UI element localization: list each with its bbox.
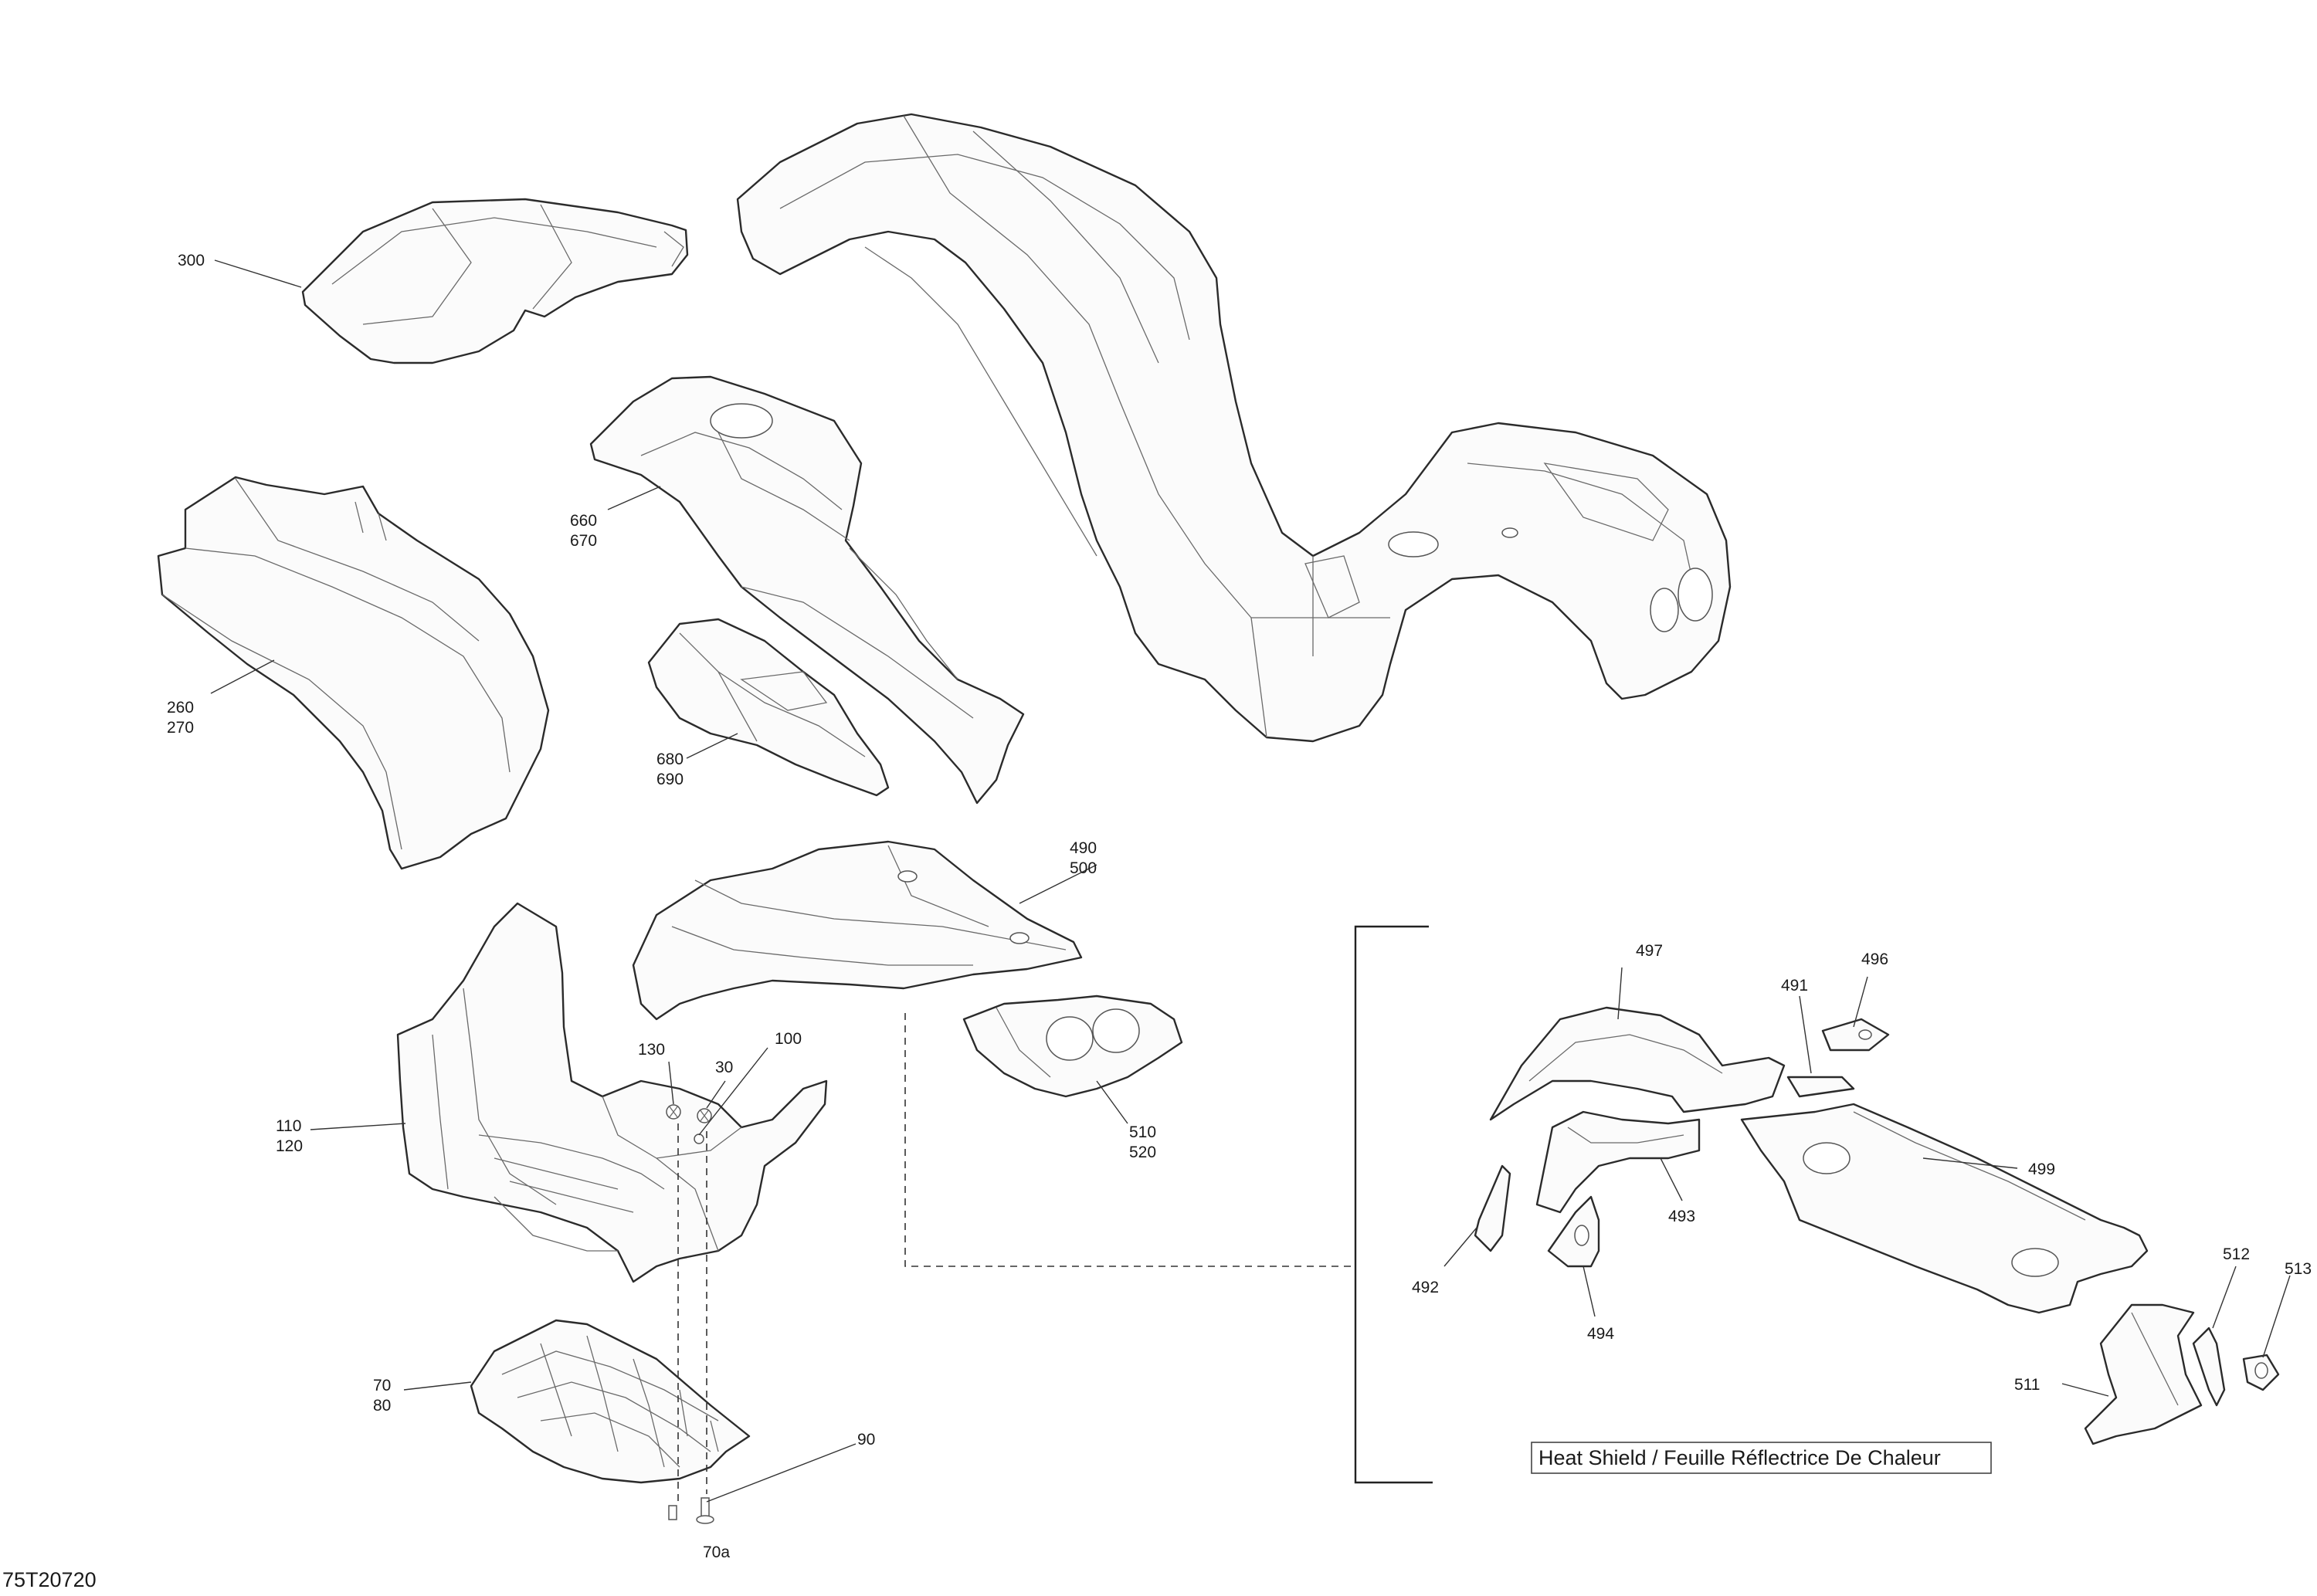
inset-bracket <box>1354 925 1433 1484</box>
nut-30-icon <box>697 1108 712 1123</box>
part-300-fender-panel <box>301 198 689 364</box>
callout-499: 499 <box>2028 1161 2055 1178</box>
callout-520: 520 <box>1129 1144 1156 1161</box>
callout-511: 511 <box>2014 1376 2040 1394</box>
part-70-80-footrest-plate <box>470 1319 751 1484</box>
callout-493: 493 <box>1668 1208 1695 1225</box>
callout-497: 497 <box>1636 942 1663 960</box>
part-680-690-inner-panel <box>647 618 890 797</box>
callout-510: 510 <box>1129 1123 1156 1141</box>
inset-caption-box <box>1531 1442 1992 1474</box>
part-260-270-rear-fender <box>157 476 550 870</box>
inset-caption: Heat Shield / Feuille Réflectrice De Cha… <box>1538 1446 1941 1469</box>
fastener-70a-icon <box>668 1505 677 1520</box>
callout-30: 30 <box>715 1059 733 1076</box>
callout-500: 500 <box>1070 859 1097 877</box>
callout-120: 120 <box>276 1137 303 1155</box>
callout-260: 260 <box>167 699 194 717</box>
heat-shield-511 <box>2084 1303 2203 1445</box>
heat-shield-492 <box>1474 1164 1511 1252</box>
callout-90: 90 <box>857 1431 875 1449</box>
heat-shield-inset <box>1474 1006 2280 1445</box>
part-510-520-headlight-bezel <box>962 995 1183 1098</box>
callout-100: 100 <box>775 1030 802 1048</box>
callout-492: 492 <box>1412 1279 1439 1296</box>
callout-494: 494 <box>1587 1325 1614 1343</box>
bracket-100-icon <box>694 1133 704 1144</box>
callout-70: 70 <box>373 1377 391 1394</box>
part-660-670-side-panel <box>589 375 1025 805</box>
callout-690: 690 <box>656 771 684 788</box>
callout-labels: 300 660 670 260 270 680 690 490 500 510 … <box>167 252 2312 1561</box>
callout-70a: 70a <box>703 1543 730 1561</box>
heat-shield-491 <box>1786 1076 1855 1098</box>
leader-lines <box>210 259 2291 1503</box>
callout-496: 496 <box>1861 950 1888 968</box>
callout-670: 670 <box>570 532 597 550</box>
inset-connector <box>904 1013 1355 1267</box>
heat-shield-494 <box>1547 1195 1600 1268</box>
callout-680: 680 <box>656 751 684 768</box>
part-490-500-footrest-panel <box>632 840 1083 1021</box>
heat-shield-499 <box>1740 1103 2149 1314</box>
drawing-id: 75T20720 <box>2 1568 97 1591</box>
main-body-frame <box>736 113 1732 743</box>
callout-660: 660 <box>570 512 597 530</box>
callout-490: 490 <box>1070 839 1097 857</box>
callout-110: 110 <box>276 1117 301 1135</box>
heat-shield-497 <box>1489 1006 1786 1121</box>
fasteners <box>666 1104 714 1524</box>
callout-491: 491 <box>1781 977 1808 995</box>
screw-90-icon <box>696 1497 714 1524</box>
heat-shield-496 <box>1821 1018 1890 1052</box>
nut-130-icon <box>666 1104 681 1120</box>
part-110-120-footwell <box>396 902 828 1283</box>
callout-513: 513 <box>2285 1260 2312 1278</box>
callout-130: 130 <box>638 1041 665 1059</box>
callout-270: 270 <box>167 719 194 737</box>
heat-shield-493 <box>1535 1110 1701 1214</box>
callout-300: 300 <box>178 252 205 269</box>
callout-80: 80 <box>373 1397 391 1415</box>
heat-shield-512 <box>2192 1327 2226 1407</box>
callout-512: 512 <box>2223 1245 2250 1263</box>
